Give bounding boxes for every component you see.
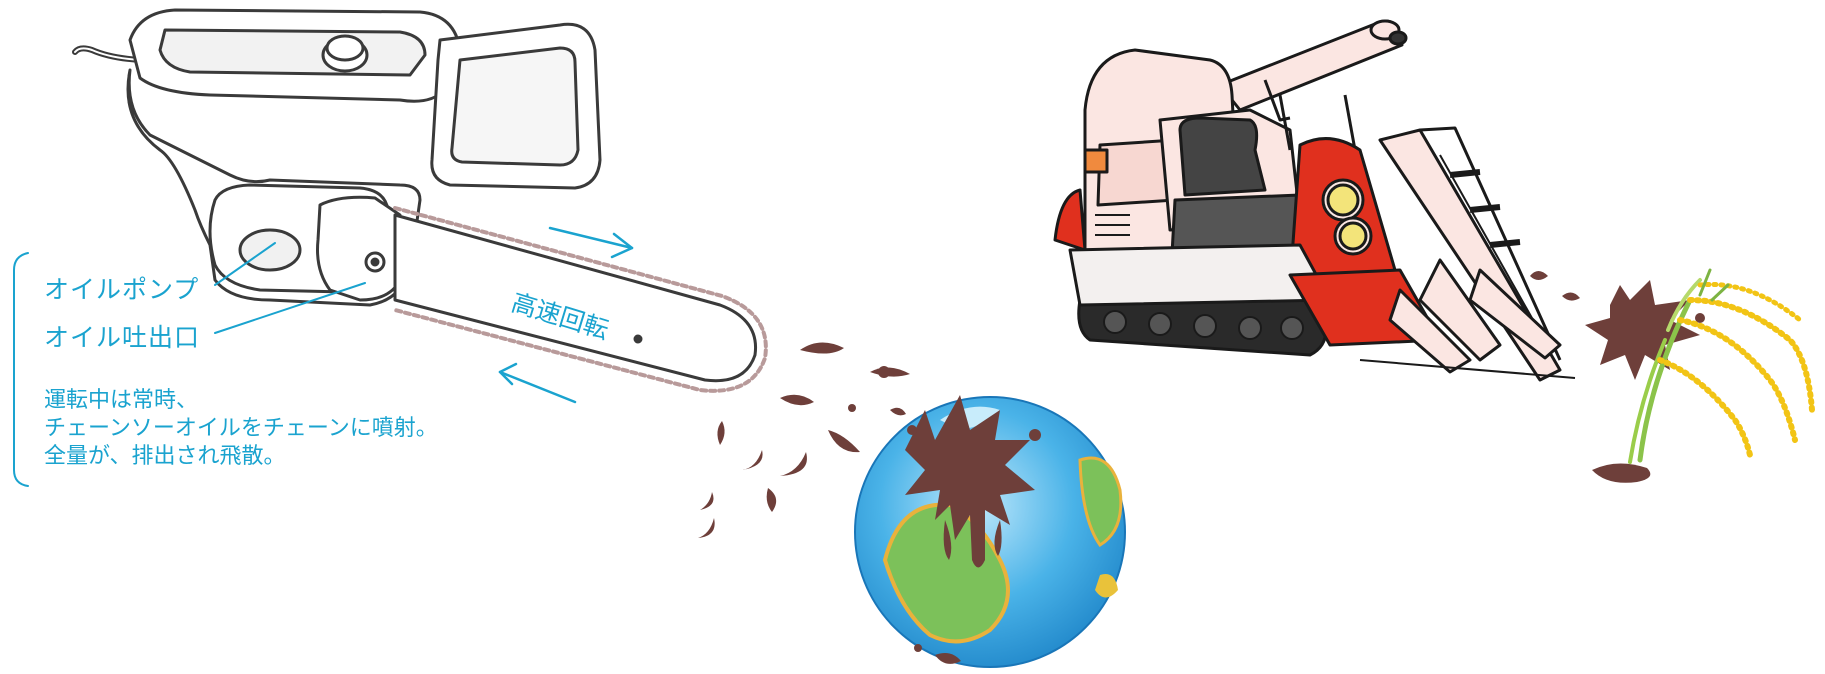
rice-plant-icon: [1630, 270, 1812, 462]
note-line-2: チェーンソーオイルをチェーンに噴射。: [44, 415, 438, 443]
combine-harvester-icon: [1055, 21, 1575, 380]
oil-pump-label: オイルポンプ: [44, 270, 199, 306]
oil-outlet-label: オイル吐出口: [44, 318, 200, 354]
globe-icon: [855, 395, 1125, 667]
note-line-3: 全量が、排出され飛散。: [44, 443, 286, 471]
note-line-1: 運転中は常時、: [44, 387, 198, 415]
